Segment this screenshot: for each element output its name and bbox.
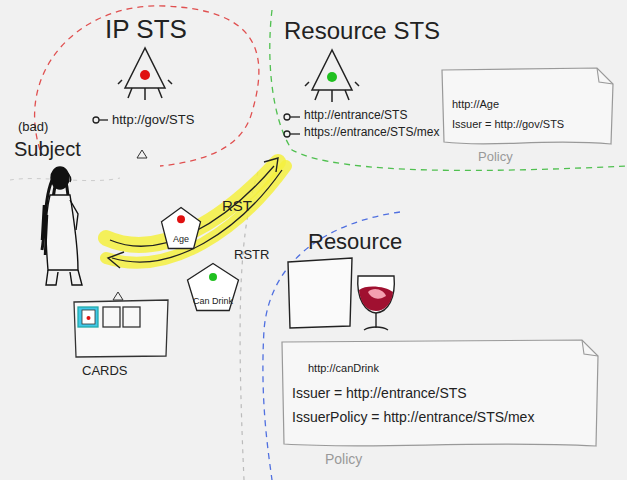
policy-card: http://AgeIssuer = http://gov/STS Policy: [440, 66, 615, 168]
node-text: http://gov/STS: [112, 113, 194, 127]
token-pentagon: Can Drink: [186, 262, 240, 312]
node-text: Issuer = http://gov/STS: [452, 118, 564, 130]
resource-picture: [288, 258, 394, 330]
policy-card: http://canDrinkIssuer = http://entrance/…: [280, 338, 600, 476]
resource-region: Resource: [282, 224, 432, 334]
node-text: https://entrance/STS/mex: [304, 126, 439, 139]
marker: [113, 292, 123, 300]
sts-logo: [305, 50, 359, 102]
policy-card-outline: [440, 66, 615, 168]
cards-label: CARDS: [82, 364, 128, 378]
token-pentagon: Age: [160, 206, 202, 250]
node-title: IP STS: [105, 15, 187, 44]
subject-figure: [42, 167, 82, 285]
node-title: http://Age: [452, 98, 499, 110]
node-title: Age: [173, 235, 189, 245]
node-title: Resource STS: [284, 18, 440, 44]
node-title: http://canDrink: [308, 362, 379, 374]
marker: [137, 150, 147, 158]
endpoint-symbol: [93, 114, 300, 137]
node-text: Issuer = http://entrance/STS: [292, 386, 467, 401]
message-label: RSTR: [234, 248, 269, 262]
sts-logo: [118, 48, 172, 100]
subject-label: Subject: [14, 138, 81, 160]
node-text: http://entrance/STS: [304, 109, 407, 122]
message-label: RST: [222, 198, 252, 215]
node-text: Policy: [478, 150, 513, 164]
node-text: Policy: [325, 452, 362, 467]
cards-wallet: [74, 300, 168, 357]
subject-qualifier: (bad): [18, 120, 48, 134]
node-title: Can Drink: [193, 297, 233, 307]
node-title: Resource: [308, 230, 402, 254]
message-arrow: [106, 158, 286, 268]
sts-region: IP STS http://gov/STS: [60, 5, 260, 135]
resource-sts-boundary: [270, 10, 627, 170]
node-text: IssuerPolicy = http://entrance/STS/mex: [292, 410, 534, 425]
